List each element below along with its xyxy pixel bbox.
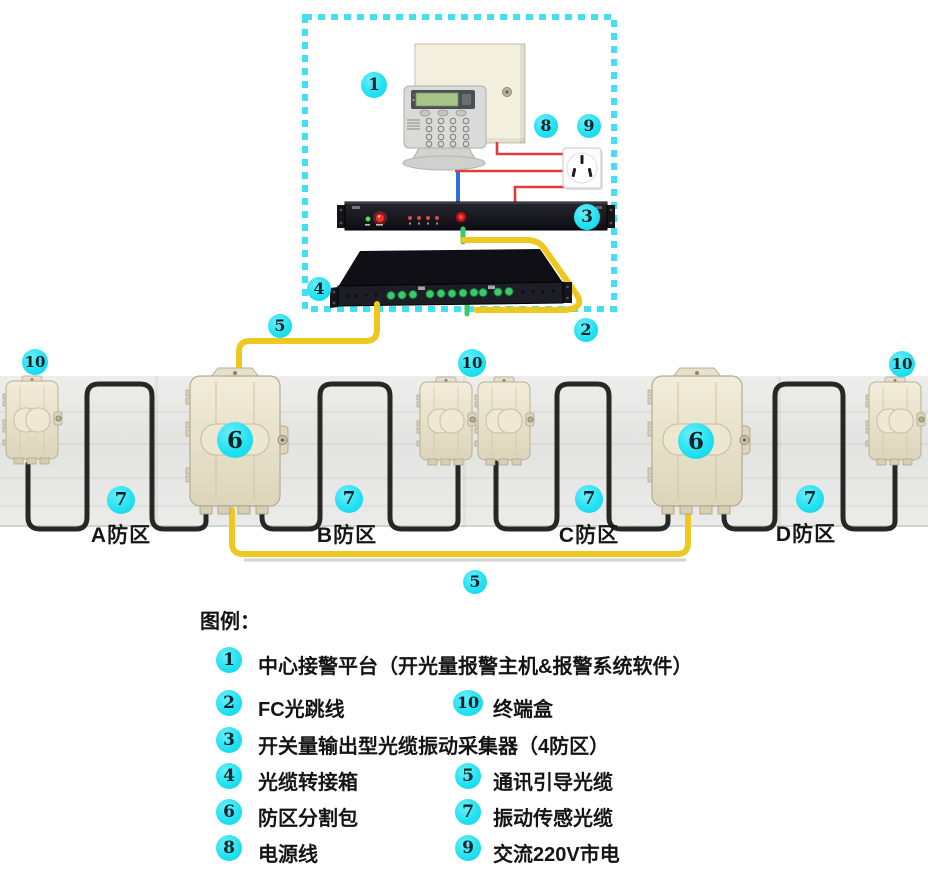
badge-sensing-zone-b: 7: [335, 485, 363, 513]
legend-item-4: 4 光缆转接箱: [216, 763, 358, 794]
badge-splitter-1: 6: [217, 422, 253, 458]
alarm-keypad-icon: [402, 85, 487, 171]
badge-sensing-zone-d: 7: [796, 485, 824, 513]
collector-rack-device: [337, 201, 615, 231]
legend-badge-7: 7: [455, 799, 481, 825]
legend-label-6: 防区分割包: [258, 808, 358, 830]
legend-item-7: 7 振动传感光缆: [455, 799, 613, 830]
terminal-box-middle-1: [416, 376, 477, 466]
legend-badge-5: 5: [455, 763, 481, 789]
badge-power-cord: 8: [534, 114, 558, 138]
legend-badge-9: 9: [455, 835, 481, 861]
legend-badge-3: 3: [216, 727, 242, 753]
legend-label-9: 交流220V市电: [493, 844, 620, 866]
power-outlet-icon: [562, 147, 603, 190]
badge-central-platform: 1: [361, 72, 387, 98]
legend-item-10: 10 终端盒: [453, 690, 553, 721]
badge-ac-mains: 9: [577, 114, 601, 138]
legend-badge-1: 1: [216, 647, 242, 673]
badge-terminal-right: 10: [889, 351, 915, 377]
badge-lead-cable-lower: 5: [463, 570, 487, 594]
legend-badge-10: 10: [453, 690, 483, 716]
terminal-box-right: [865, 376, 926, 466]
legend-badge-2: 2: [216, 690, 242, 716]
legend-label-7: 振动传感光缆: [493, 808, 613, 830]
sensing-cable-zone-b: [259, 381, 461, 532]
badge-terminal-left: 10: [22, 349, 48, 375]
power-wires: [455, 142, 568, 205]
patch-box-rack-device: [330, 249, 572, 308]
sensing-cable-zone-c: [493, 381, 671, 532]
legend-item-6: 6 防区分割包: [216, 799, 358, 830]
legend-title: 图例：: [200, 611, 260, 633]
legend-item-8: 8 电源线: [216, 835, 318, 866]
legend-label-2: FC光跳线: [258, 699, 345, 721]
dashed-enclosure-border: [302, 14, 617, 312]
sensing-cable-zone-d: [721, 381, 898, 532]
legend-item-2: 2 FC光跳线: [216, 690, 345, 721]
legend-badge-6: 6: [216, 799, 242, 825]
legend-label-3: 开关量输出型光缆振动采集器（4防区）: [258, 736, 610, 758]
zone-d-label: D防区: [775, 523, 837, 546]
legend-item-1: 1 中心接警平台（开光量报警主机&报警系统软件）: [216, 647, 692, 678]
legend-label-4: 光缆转接箱: [258, 772, 358, 794]
legend-label-5: 通讯引导光缆: [493, 772, 613, 794]
badge-fc-jumper: 2: [574, 318, 598, 342]
badge-sensing-zone-c: 7: [575, 485, 603, 513]
badge-collector: 3: [574, 204, 600, 230]
terminal-box-middle-2: [474, 376, 535, 466]
zone-c-label: C防区: [558, 524, 620, 547]
badge-splitter-2: 6: [678, 423, 714, 459]
legend-label-10: 终端盒: [493, 699, 553, 721]
zone-b-label: B防区: [316, 524, 378, 547]
badge-sensing-zone-a: 7: [107, 486, 135, 514]
legend-label-8: 电源线: [258, 844, 318, 866]
badge-lead-cable-upper: 5: [268, 314, 292, 338]
legend-label-1: 中心接警平台（开光量报警主机&报警系统软件）: [258, 656, 693, 678]
terminal-box-left: [2, 375, 63, 465]
sensing-cables: [25, 381, 898, 532]
legend-badge-4: 4: [216, 763, 242, 789]
lead-fiber-cable-lower: [229, 507, 691, 562]
zone-a-label: A防区: [90, 524, 152, 547]
sensing-cable-zone-a: [25, 381, 209, 532]
legend-item-9: 9 交流220V市电: [455, 835, 620, 866]
lead-fiber-cable-upper: [236, 301, 380, 377]
legend-item-3: 3 开关量输出型光缆振动采集器（4防区）: [216, 727, 609, 758]
legend-badge-8: 8: [216, 835, 242, 861]
badge-patch-box: 4: [307, 277, 331, 301]
legend-item-5: 5 通讯引导光缆: [455, 763, 613, 794]
badge-terminal-middle: 10: [458, 349, 486, 377]
